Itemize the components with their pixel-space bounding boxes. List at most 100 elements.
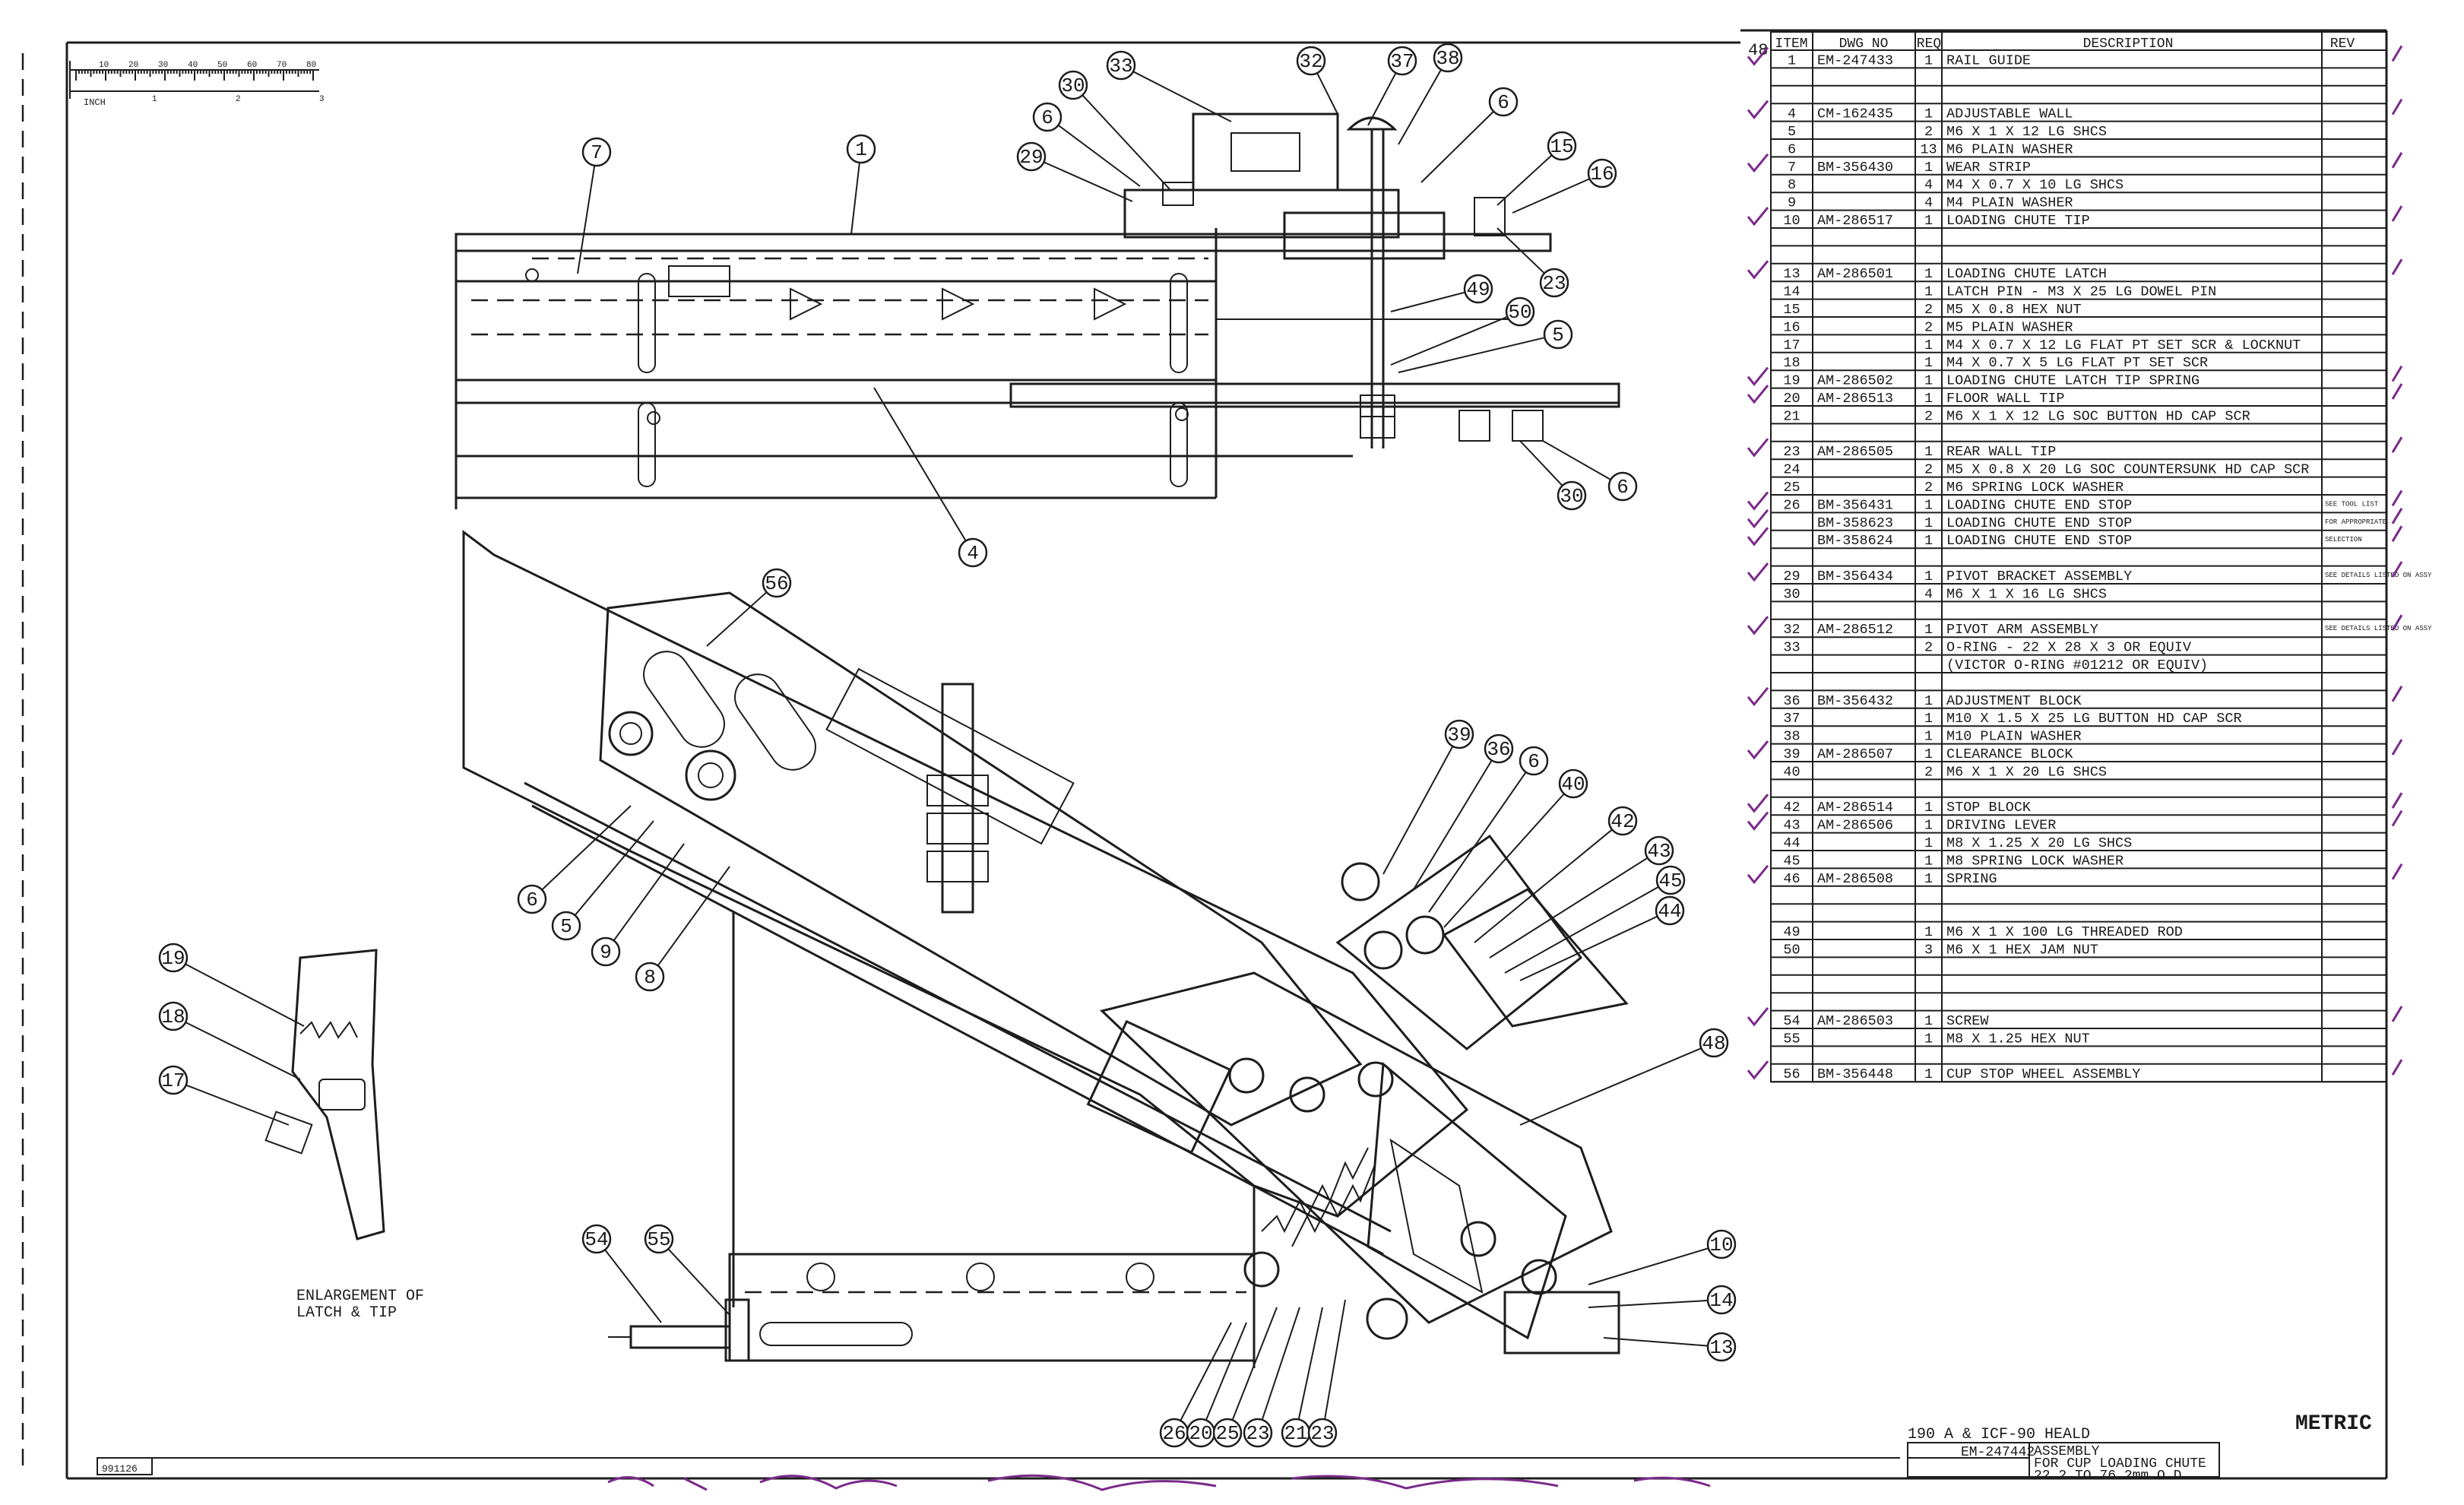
bom-row: (VICTOR O-RING #01212 OR EQUIV) xyxy=(1946,657,2208,673)
balloon-number: 4 xyxy=(967,542,979,565)
check-mark xyxy=(2391,614,2403,631)
title-line2: FOR CUP LOADING CHUTE xyxy=(2034,1456,2206,1472)
balloon-circle xyxy=(1557,480,1587,511)
balloon-number: 5 xyxy=(560,915,572,938)
bom-quantity: 4 xyxy=(1924,177,1933,193)
balloon-leader xyxy=(185,1084,290,1126)
balloon-leader xyxy=(1519,440,1563,486)
bom-drawing-number: BM-356431 xyxy=(1817,497,1893,513)
bom-item-number: 5 xyxy=(1788,124,1796,140)
balloon-leader xyxy=(1603,1337,1709,1347)
balloon-number: 38 xyxy=(1436,47,1459,70)
bom-description: CLEARANCE BLOCK xyxy=(1946,746,2073,762)
handwritten-signature xyxy=(607,1474,1711,1491)
balloon-number: 37 xyxy=(1390,50,1414,73)
balloon-number: 32 xyxy=(1299,50,1322,73)
balloon-number: 40 xyxy=(1561,773,1585,796)
bom-quantity: 1 xyxy=(1924,266,1933,282)
bom-quantity: 1 xyxy=(1924,391,1933,407)
bom-drawing-number: BM-356430 xyxy=(1817,160,1893,176)
balloon-circle xyxy=(1212,1418,1243,1448)
enlargement-label-line1: ENLARGEMENT OF xyxy=(296,1288,424,1305)
check-mark xyxy=(2391,45,2403,62)
check-mark xyxy=(2391,739,2403,756)
balloon-number: 5 xyxy=(1552,324,1564,347)
bom-description: FLOOR WALL TIP xyxy=(1946,391,2064,407)
balloon-circle xyxy=(762,568,792,598)
balloon-leader xyxy=(1588,1300,1709,1308)
bom-description: M4 X 0.7 X 10 LG SHCS xyxy=(1946,177,2124,193)
item-balloon: 1 xyxy=(846,134,876,164)
balloon-circle xyxy=(1519,746,1549,776)
check-mark xyxy=(1747,740,1769,760)
check-mark xyxy=(2391,686,2403,702)
balloon-number: 1 xyxy=(855,138,867,161)
bom-quantity: 1 xyxy=(1924,1031,1933,1047)
check-mark xyxy=(1747,562,1769,582)
balloon-number: 54 xyxy=(584,1228,608,1251)
balloon-number: 21 xyxy=(1284,1422,1307,1445)
balloon-circle xyxy=(1644,835,1674,866)
bom-item-number: 43 xyxy=(1783,818,1800,834)
latch-tip-enlargement xyxy=(264,949,385,1240)
bom-quantity: 1 xyxy=(1924,1013,1933,1029)
bom-item-number: 40 xyxy=(1783,764,1800,780)
bom-description: CUP STOP WHEEL ASSEMBLY xyxy=(1946,1066,2140,1082)
item-balloon: 23 xyxy=(1539,268,1569,298)
item-balloon: 25 xyxy=(1212,1418,1243,1448)
ruler-mark-top: 60 xyxy=(247,61,257,70)
bom-item-number: 36 xyxy=(1783,693,1800,709)
balloon-leader xyxy=(541,805,632,891)
balloon-number: 6 xyxy=(1617,476,1629,499)
item-balloon: 4 xyxy=(958,537,988,568)
check-mark xyxy=(1747,491,1769,511)
check-mark xyxy=(1747,527,1769,547)
balloon-leader xyxy=(1398,337,1545,373)
title-line3: 22.2 TO 76.2mm O.D. xyxy=(2034,1469,2190,1484)
item-balloon: 16 xyxy=(1587,158,1617,189)
check-mark xyxy=(2391,365,2403,382)
ruler-mark-bottom: 1 xyxy=(152,95,157,104)
bom-header-item: ITEM xyxy=(1775,36,1807,52)
bom-description: M6 X 1 X 20 LG SHCS xyxy=(1946,764,2107,780)
balloon-circle xyxy=(158,1001,188,1031)
check-mark xyxy=(2391,525,2403,542)
balloon-number: 19 xyxy=(161,947,185,970)
bom-description: M6 SPRING LOCK WASHER xyxy=(1946,480,2124,496)
bom-quantity: 1 xyxy=(1924,444,1933,460)
bom-description: PIVOT ARM ASSEMBLY xyxy=(1946,622,2098,638)
bom-drawing-number: AM-286503 xyxy=(1817,1013,1893,1029)
balloon-number: 6 xyxy=(1528,750,1540,773)
balloon-number: 10 xyxy=(1709,1234,1733,1256)
balloon-number: 43 xyxy=(1647,840,1671,863)
bom-drawing-number: BM-358623 xyxy=(1817,515,1893,531)
top-elevation-view xyxy=(454,112,1620,509)
balloon-leader xyxy=(1390,315,1508,366)
bom-description: REAR WALL TIP xyxy=(1946,444,2056,460)
balloon-leader xyxy=(1297,1307,1323,1420)
balloon-number: 56 xyxy=(765,572,788,595)
bom-quantity: 1 xyxy=(1924,622,1933,638)
item-balloon: 23 xyxy=(1243,1418,1273,1448)
item-balloon: 48 xyxy=(1699,1028,1729,1058)
item-balloon: 18 xyxy=(158,1001,188,1031)
balloon-number: 30 xyxy=(1061,74,1085,97)
bom-drawing-number: BM-356432 xyxy=(1817,693,1893,709)
item-balloon: 49 xyxy=(1463,274,1493,304)
balloon-number: 45 xyxy=(1658,870,1682,892)
bom-item-number: 17 xyxy=(1783,337,1800,353)
